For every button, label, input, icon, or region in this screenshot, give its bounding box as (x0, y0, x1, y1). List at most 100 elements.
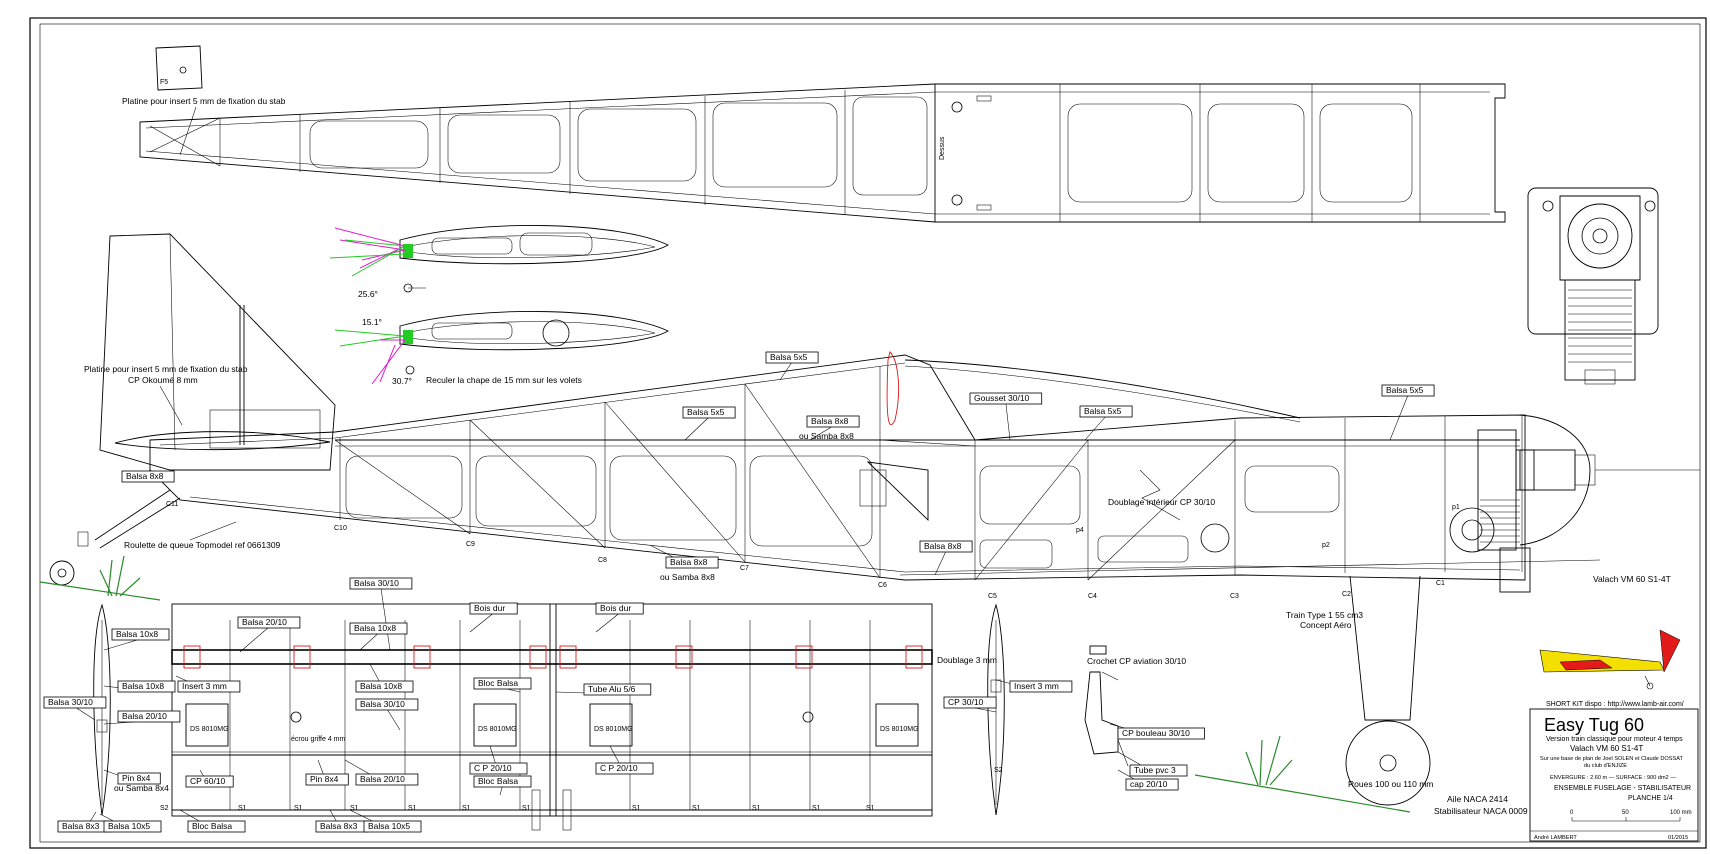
sheet-frame (29, 17, 1707, 849)
engine-front-view (1527, 187, 1659, 385)
f5-plate: F5 Platine pour insert 5 mm de fixation … (122, 45, 286, 156)
label-text: Pin 8x4 (310, 774, 339, 784)
label-balsa20-10-b: Balsa 20/10 (103, 710, 181, 725)
label-balsa10x8-b: Balsa 10x8 (355, 663, 414, 693)
label-cp-bouleau: CP bouleau 30/10 (1109, 723, 1205, 740)
station-s1-a: S1 (238, 805, 247, 812)
station-c8: C8 (598, 557, 607, 564)
label-text: Balsa 8x8 (126, 471, 164, 481)
label-gousset: Gousset 30/10 (969, 392, 1043, 441)
label-text: Bloc Balsa (478, 678, 518, 688)
station-p2: p2 (1322, 542, 1330, 549)
label-text: Tube Alu 5/6 (588, 684, 636, 694)
section-line: ENSEMBLE FUSELAGE - STABILISATEUR (1554, 785, 1691, 792)
doublage-int-note: Doublage intérieur CP 30/10 (1108, 497, 1215, 507)
sheet-line: PLANCHE 1/4 (1628, 795, 1673, 802)
station-s1-c: S1 (350, 805, 359, 812)
ecrou-note: écrou griffe 4 mm (291, 736, 346, 743)
label-text: Balsa 8x8 (670, 557, 708, 567)
stab-section-left (93, 603, 111, 816)
label-text: Balsa 5x5 (687, 407, 725, 417)
model-name: Easy Tug 60 (1544, 715, 1644, 735)
label-bois-dur-b: Bois dur (595, 602, 644, 633)
label-text: Balsa 8x3 (320, 821, 358, 831)
roues-note: Roues 100 ou 110 mm (1348, 779, 1433, 789)
label-text: Bloc Balsa (192, 821, 232, 831)
angle-label-2: 15.1° (362, 317, 382, 327)
label-text: Bois dur (474, 603, 505, 613)
label-balsa30-10-mid: Balsa 30/10 (355, 698, 419, 731)
station-c5: C5 (988, 593, 997, 600)
author: André LAMBERT (1534, 835, 1577, 841)
label-balsa5x5-d: Balsa 5x5 (1381, 384, 1435, 441)
station-labels: C1 C2 C3 C4 C5 C6 C7 C8 C9 C10 C11 p1 p2… (160, 501, 1460, 812)
label-text: Balsa 8x3 (62, 821, 100, 831)
specs-line: ENVERGURE : 2.60 m — SURFACE : 900 dm2 — (1550, 775, 1676, 781)
servo-3: DS 8010MG (594, 726, 633, 733)
label-balsa10x8-c: Balsa 10x8 (103, 628, 170, 651)
label-text: Insert 3 mm (182, 681, 227, 691)
platine-top-note: Platine pour insert 5 mm de fixation du … (122, 96, 286, 106)
stab-section-right (987, 603, 1005, 816)
label-balsa10x5-a: Balsa 10x5 (99, 813, 162, 833)
doublage-3-note: Doublage 3 mm (937, 655, 997, 665)
scale-50: 50 (1622, 810, 1629, 816)
date: 01/2015 (1668, 835, 1688, 841)
label-text: Pin 8x4 (122, 773, 151, 783)
platine-left-note-1: Platine pour insert 5 mm de fixation du … (84, 364, 248, 374)
label-tube-pvc: Tube pvc 3 (1117, 751, 1188, 777)
ou-samba-note-1: ou Samba 8x8 (799, 431, 854, 441)
website-note: SHORT KIT dispo : http://www.lamb-air.co… (1546, 701, 1684, 708)
sheet-inner-frame (39, 23, 1701, 843)
ou-samba-note-2: ou Samba 8x8 (660, 572, 715, 582)
label-text: Tube pvc 3 (1134, 765, 1176, 775)
elevator-section-1: 25.6° (329, 225, 669, 299)
label-text: Balsa 5x5 (770, 352, 808, 362)
label-balsa8x8-b: Balsa 8x8 (121, 467, 175, 483)
station-s1-e: S1 (462, 805, 471, 812)
label-pin8x4-a: Pin 8x4 (103, 769, 161, 785)
aile-note: Aile NACA 2414 (1447, 794, 1508, 804)
label-balsa8x8-a: Balsa 8x8 (806, 415, 860, 441)
station-c9: C9 (466, 541, 475, 548)
desc-2: Valach VM 60 S1-4T (1570, 744, 1643, 753)
label-text: Balsa 20/10 (122, 711, 167, 721)
servo-1: DS 8010MG (190, 726, 229, 733)
scale-100: 100 mm (1670, 810, 1692, 816)
dessus-label: Dessus (939, 136, 946, 160)
label-balsa10x8-a: Balsa 10x8 (349, 622, 408, 651)
label-cp30-10: CP 30/10 (943, 696, 997, 713)
label-bois-dur-a: Bois dur (469, 602, 518, 633)
label-text: CP bouleau 30/10 (1122, 728, 1190, 738)
label-text: Balsa 10x8 (354, 623, 396, 633)
station-c1: C1 (1436, 580, 1445, 587)
label-text: CP 30/10 (948, 697, 984, 707)
station-s1-g: S1 (632, 805, 641, 812)
roulette-note: Roulette de queue Topmodel ref 0661309 (124, 540, 281, 550)
label-text: Balsa 30/10 (354, 578, 399, 588)
credit-2: du club d'ENJIZE (1584, 763, 1627, 769)
station-p4: p4 (1076, 527, 1084, 534)
stabilizer-plan: DS 8010MG DS 8010MG DS 8010MG DS 8010MG … (171, 603, 933, 831)
label-bloc-balsa-b: Bloc Balsa (473, 775, 532, 796)
fuselage-top-view: Dessus (139, 83, 1506, 223)
station-c11: C11 (166, 501, 178, 508)
label-balsa30-10-left: Balsa 30/10 (43, 696, 107, 721)
label-text: Balsa 8x8 (811, 416, 849, 426)
engine-note: Valach VM 60 S1-4T (1593, 574, 1671, 584)
station-c7: C7 (740, 565, 749, 572)
label-cap20-10: cap 20/10 (1117, 769, 1179, 791)
servo-4: DS 8010MG (880, 726, 919, 733)
label-bloc-balsa-a: Bloc Balsa (473, 677, 532, 693)
label-balsa10x8-d: Balsa 10x8 (103, 680, 176, 693)
label-text: Balsa 20/10 (360, 774, 405, 784)
label-text: Balsa 10x5 (368, 821, 410, 831)
main-gear (1345, 575, 1431, 806)
label-balsa8x8-d: Balsa 8x8 (919, 540, 973, 576)
label-text: Balsa 10x5 (108, 821, 150, 831)
label-text: C P 20/10 (600, 763, 638, 773)
engine-side (1449, 429, 1535, 593)
label-balsa8x8-c: Balsa 8x8 (649, 544, 719, 569)
label-balsa10x5-b: Balsa 10x5 (349, 809, 422, 833)
label-balsa5x5-c: Balsa 5x5 (1079, 405, 1133, 441)
